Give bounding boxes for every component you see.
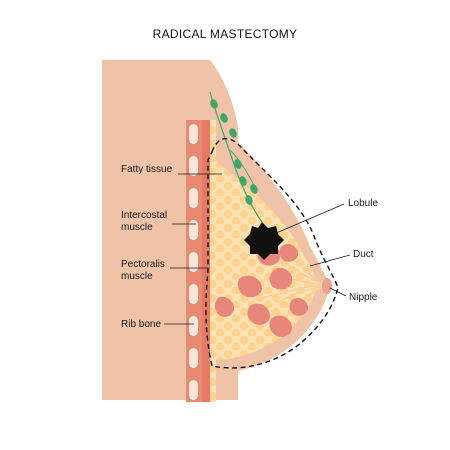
rib-bone xyxy=(189,124,198,144)
lobule xyxy=(247,303,270,325)
label-nipple: Nipple xyxy=(349,292,378,303)
lymph-node xyxy=(229,128,237,138)
lymph-node xyxy=(220,113,228,123)
label-pectoralis-line1: Pectoralis xyxy=(121,259,165,270)
lobule xyxy=(289,297,308,316)
lymph-nodes xyxy=(210,99,258,205)
lymph-node xyxy=(250,184,258,194)
lymph-node xyxy=(234,159,242,169)
leader-lobule xyxy=(273,203,345,235)
label-rib-bone: Rib bone xyxy=(121,319,161,330)
rib-bone xyxy=(189,156,198,176)
label-lobule: Lobule xyxy=(348,198,378,209)
label-duct: Duct xyxy=(353,249,374,260)
label-intercostal-line1: Intercostal xyxy=(121,210,167,221)
tumor xyxy=(244,222,284,260)
label-fatty-tissue: Fatty tissue xyxy=(121,164,173,175)
rib-bone xyxy=(189,348,198,368)
pectoralis-muscle xyxy=(202,120,210,402)
rib-bone xyxy=(189,316,198,336)
lymph-node xyxy=(245,195,253,205)
lobule xyxy=(215,296,234,317)
lymph-node xyxy=(210,99,218,109)
diagram-title: RADICAL MASTECTOMY xyxy=(153,27,298,41)
leader-nipple xyxy=(329,287,347,297)
rib-bone xyxy=(189,252,198,272)
lobule xyxy=(269,267,293,290)
rib-bone xyxy=(189,188,198,208)
label-pectoralis-line2: muscle xyxy=(121,271,153,282)
lobule xyxy=(269,315,292,337)
nipple xyxy=(322,278,332,294)
leader-duct xyxy=(309,254,351,267)
lobule xyxy=(279,243,298,262)
rib-bone xyxy=(189,380,198,400)
lymph-node xyxy=(239,176,247,186)
rib-bones xyxy=(189,124,198,400)
excision-line xyxy=(205,137,339,369)
label-intercostal-line2: muscle xyxy=(121,222,153,233)
lobule xyxy=(237,275,262,298)
lymph-vessel xyxy=(209,91,263,223)
rib-bone xyxy=(189,284,198,304)
rib-bone xyxy=(189,220,198,240)
